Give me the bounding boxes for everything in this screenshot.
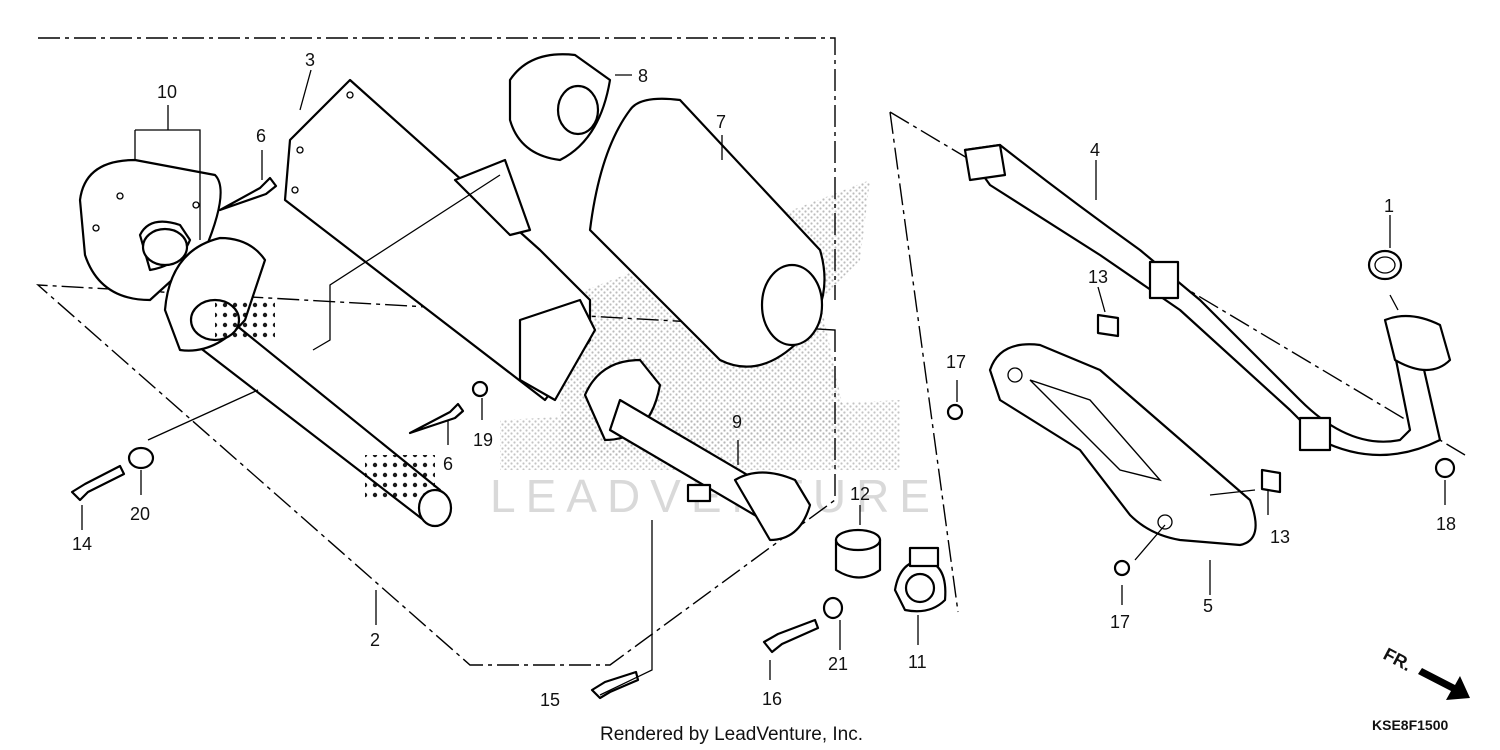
callout-4: 4 <box>1090 140 1100 160</box>
bolt-part-16 <box>762 618 820 654</box>
washer-part-20 <box>127 446 155 470</box>
fr-label: FR. <box>1380 644 1415 675</box>
callout-3: 3 <box>305 50 315 70</box>
callout-6-lower: 6 <box>443 454 453 474</box>
inner-pipe-part-2 <box>163 236 453 528</box>
heat-guard-part-5 <box>988 343 1257 547</box>
clamp-part-11 <box>893 546 947 613</box>
clip-part-13-lower <box>1260 468 1282 494</box>
callout-18: 18 <box>1436 514 1456 534</box>
callout-14: 14 <box>72 534 92 554</box>
washer-part-21 <box>822 596 844 620</box>
callout-9: 9 <box>732 412 742 432</box>
footer-credit: Rendered by LeadVenture, Inc. <box>600 724 863 745</box>
collar-part-12 <box>834 528 882 579</box>
callout-8: 8 <box>638 66 648 86</box>
front-direction-indicator: FR. <box>1380 644 1470 700</box>
clip-part-13-upper <box>1096 313 1120 338</box>
diagram-code: KSE8F1500 <box>1372 717 1448 733</box>
callout-13-upper: 13 <box>1088 267 1108 287</box>
washer-part-19 <box>471 380 489 398</box>
direction-arrow-icon <box>1418 668 1470 700</box>
cap-part-8 <box>508 53 612 162</box>
callout-2: 2 <box>370 630 380 650</box>
callout-5: 5 <box>1203 596 1213 616</box>
bolt-part-15 <box>590 670 640 700</box>
small-parts <box>70 176 1456 700</box>
callout-19: 19 <box>473 430 493 450</box>
callout-13-lower: 13 <box>1270 527 1290 547</box>
callout-12: 12 <box>850 484 870 504</box>
callout-11: 11 <box>908 652 927 672</box>
bolt-part-17-lower <box>1113 559 1131 577</box>
callout-21: 21 <box>828 654 848 674</box>
callout-17-lower: 17 <box>1110 612 1130 632</box>
callouts: 1 2 3 4 5 6 6 7 8 9 10 11 12 13 13 14 15… <box>72 50 1456 710</box>
leader-lines <box>81 69 1446 696</box>
exhaust-pipe-part-4 <box>963 143 1452 457</box>
callout-6-upper: 6 <box>256 126 266 146</box>
callout-10: 10 <box>157 82 177 102</box>
nut-part-18 <box>1434 457 1456 479</box>
front-pipe-part-9 <box>583 358 812 542</box>
callout-16: 16 <box>762 689 782 709</box>
packing-part-7 <box>588 97 826 368</box>
callout-7: 7 <box>716 112 726 132</box>
bolt-part-17-upper <box>946 403 964 421</box>
rivet-part-6-lower <box>408 402 465 435</box>
callout-20: 20 <box>130 504 150 524</box>
callout-17-upper: 17 <box>946 352 966 372</box>
callout-15: 15 <box>540 690 560 710</box>
callout-1: 1 <box>1384 196 1394 216</box>
rivet-part-6-upper <box>218 176 278 212</box>
muffler-body-part-3 <box>283 78 597 402</box>
bolt-part-14 <box>70 464 126 502</box>
